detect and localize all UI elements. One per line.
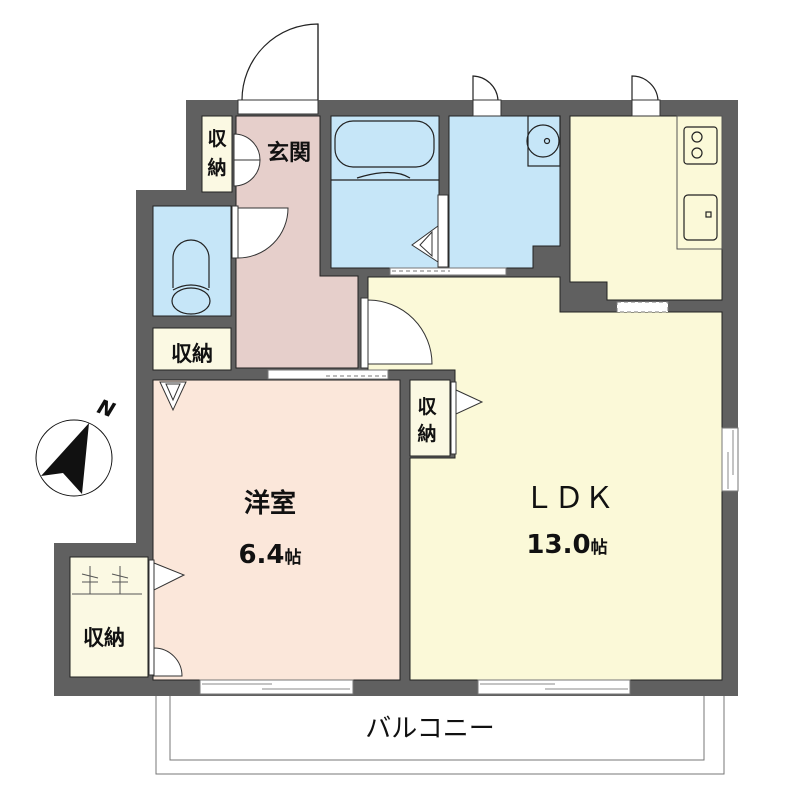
compass-north-label: N [94, 394, 118, 422]
western-room-window [199, 679, 354, 695]
storage-hall-label: 収納 [171, 342, 213, 366]
storage-entrance-label-2: 納 [207, 156, 226, 179]
western-room-name: 洋室 [244, 488, 296, 519]
balcony-label: バルコニー [365, 714, 494, 744]
compass: N [35, 394, 118, 497]
washroom-floor [448, 115, 561, 269]
storage-ldk-floor [409, 379, 451, 457]
storage-ldk-label-2: 納 [417, 422, 436, 445]
storage-entrance-label-1: 収 [207, 128, 227, 150]
toilet-icon [171, 239, 211, 315]
washroom-sliding-door[interactable] [389, 267, 507, 276]
ldk-name: ＬＤＫ [524, 481, 614, 516]
storage-entrance-floor [201, 115, 233, 193]
washbasin-icon [526, 115, 561, 167]
entrance-door[interactable] [237, 23, 319, 115]
bathtub-icon [331, 120, 439, 181]
toilet-door[interactable] [231, 205, 289, 259]
kitchen-window [631, 75, 661, 117]
sink-icon [683, 194, 718, 241]
storage-western-floor [69, 556, 149, 678]
western-room-size-value: 6.4 [238, 540, 284, 570]
western-room-size-unit: 帖 [285, 547, 302, 568]
kitchen-counter [676, 115, 723, 250]
ldk-door[interactable] [360, 297, 433, 369]
kitchen-floor [569, 115, 723, 301]
entrance-hall-floor [235, 115, 359, 369]
ldk-floor [367, 276, 723, 681]
ldk-size-value: 13.0 [526, 530, 590, 560]
stove-icon [683, 126, 718, 165]
ldk-east-window [721, 427, 739, 492]
hanger-pipe-icon [72, 566, 142, 595]
north-arrow-icon [41, 423, 89, 494]
western-room-floor [152, 379, 401, 681]
ldk-size-unit: 帖 [591, 537, 608, 558]
ldk-window [477, 679, 631, 695]
storage-hall-floor [152, 327, 232, 371]
ldk-size: 13.0帖 [526, 530, 607, 560]
bathroom-door[interactable] [411, 194, 449, 268]
storage-ldk-label-1: 収 [417, 396, 437, 418]
entrance-label: 玄関 [267, 140, 311, 166]
toilet-room-floor [152, 205, 232, 317]
storage-western-label: 収納 [83, 626, 125, 650]
balcony: バルコニー [155, 689, 725, 775]
western-room-size: 6.4帖 [238, 540, 301, 570]
western-room-sliding-door[interactable] [267, 369, 389, 380]
washroom-window [472, 75, 502, 117]
